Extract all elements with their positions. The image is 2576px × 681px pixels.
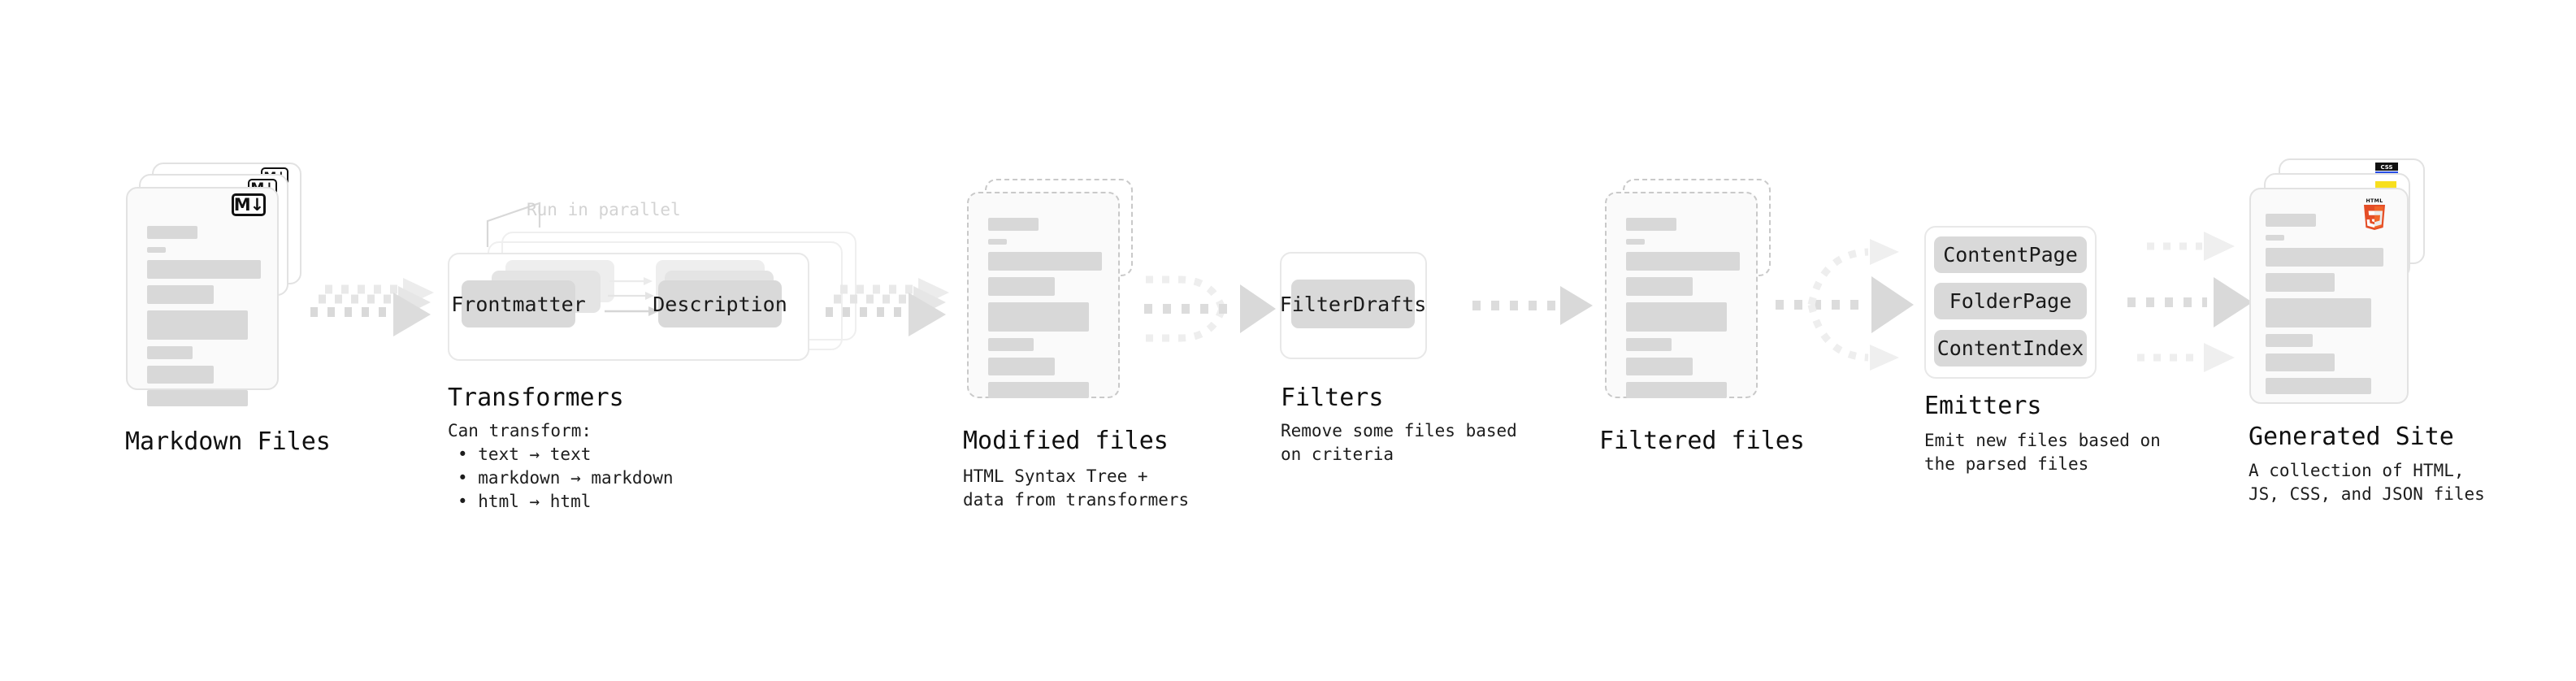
markdown-files-title: Markdown Files — [125, 427, 331, 456]
modified-files-subtitle-line-0: HTML Syntax Tree + — [963, 466, 1148, 486]
skeleton-line — [147, 260, 261, 279]
skeleton-line — [988, 277, 1055, 296]
connector-emitters-to-site — [2113, 232, 2259, 374]
skeleton-line — [1626, 302, 1727, 332]
svg-text:CSS: CSS — [2380, 164, 2392, 171]
connector-filters-to-filtered — [1469, 283, 1599, 332]
skeleton-line — [2266, 248, 2383, 267]
filter-chip-filterdrafts[interactable]: FilterDrafts — [1280, 280, 1426, 328]
skeleton-line — [1626, 382, 1727, 398]
generated-site-subtitle-line-0: A collection of HTML, — [2249, 461, 2465, 480]
emitters-subtitle-line-0: Emit new files based on — [1924, 431, 2161, 450]
filtered-card-front — [1605, 192, 1758, 398]
skeleton-line — [988, 338, 1034, 351]
transformer-chip-description[interactable]: Description — [653, 280, 787, 327]
skeleton-line — [1626, 338, 1672, 351]
markdown-badge-front: M↓ — [232, 193, 266, 216]
filters-subtitle-line-0: Remove some files based — [1281, 421, 1517, 440]
skeleton-line — [147, 310, 248, 340]
filtered-files-title: Filtered files — [1599, 427, 1805, 455]
skeleton-subtitle — [1626, 239, 1645, 245]
transformers-title: Transformers — [448, 384, 624, 412]
connector-markdown-to-transformers — [307, 276, 445, 349]
emitters-subtitle-line-1: the parsed files — [1924, 454, 2089, 474]
connector-transformers-to-modified — [822, 276, 961, 349]
skeleton-line — [147, 366, 214, 384]
markdown-card-front — [126, 187, 279, 406]
skeleton-title — [2266, 214, 2316, 227]
run-in-parallel-label: Run in parallel — [527, 200, 681, 219]
svg-text:HTML: HTML — [2366, 198, 2383, 204]
skeleton-line — [1626, 277, 1693, 296]
modified-files-card-stack — [967, 179, 1146, 423]
connector-modified-to-filters — [1138, 268, 1284, 358]
skeleton-line — [147, 390, 248, 406]
modified-files-title: Modified files — [963, 427, 1169, 455]
run-in-parallel-bracket — [486, 200, 575, 249]
skeleton-line — [988, 358, 1055, 375]
transformers-subtitle-line-0: Can transform: — [448, 421, 592, 440]
skeleton-line — [988, 382, 1089, 398]
generated-site-subtitle: A collection of HTML, JS, CSS, and JSON f… — [2249, 459, 2485, 506]
skeleton-line — [2266, 273, 2335, 292]
generated-site-subtitle-line-1: JS, CSS, and JSON files — [2249, 484, 2485, 504]
generated-site-card-stack: CSS HTML — [2249, 158, 2436, 410]
skeleton-line — [2266, 298, 2371, 327]
skeleton-title — [1626, 218, 1676, 231]
skeleton-line — [147, 346, 193, 359]
skeleton-line — [2266, 354, 2335, 371]
skeleton-subtitle — [147, 247, 166, 253]
transformers-subtitle: Can transform: • text → text • markdown → … — [448, 419, 674, 514]
generated-site-title: Generated Site — [2249, 423, 2454, 451]
filters-subtitle-line-1: on criteria — [1281, 445, 1394, 464]
skeleton-line — [2266, 334, 2313, 347]
transformers-inner-arrows — [605, 276, 697, 328]
transformer-chip-frontmatter[interactable]: Frontmatter — [451, 280, 586, 327]
skeleton-line — [147, 285, 214, 304]
emitter-chip-contentpage[interactable]: ContentPage — [1934, 236, 2087, 273]
skeleton-line — [1626, 252, 1740, 271]
modified-card-front — [967, 192, 1120, 398]
emitters-subtitle: Emit new files based on the parsed files — [1924, 429, 2161, 476]
html5-icon: HTML — [2361, 196, 2388, 230]
modified-files-subtitle: HTML Syntax Tree + data from transformers — [963, 465, 1189, 512]
skeleton-line — [1626, 358, 1693, 375]
filters-subtitle: Remove some files based on criteria — [1281, 419, 1517, 466]
transformers-subtitle-line-3: • html → html — [458, 492, 592, 511]
skeleton-line — [988, 252, 1102, 271]
modified-files-subtitle-line-1: data from transformers — [963, 490, 1190, 510]
filters-title: Filters — [1281, 384, 1384, 412]
markdown-files-card-stack: M↓ M↓ M↓ — [126, 163, 305, 406]
emitter-chip-contentindex[interactable]: ContentIndex — [1934, 330, 2087, 367]
transformers-subtitle-line-2: • markdown → markdown — [458, 468, 674, 488]
emitters-title: Emitters — [1924, 392, 2042, 420]
emitter-chip-folderpage[interactable]: FolderPage — [1934, 283, 2087, 319]
connector-filtered-to-emitters — [1776, 236, 1930, 374]
transformers-subtitle-line-1: • text → text — [458, 445, 592, 464]
filtered-files-card-stack — [1605, 179, 1784, 423]
skeleton-line — [2266, 378, 2371, 394]
skeleton-subtitle — [988, 239, 1007, 245]
skeleton-title — [988, 218, 1039, 231]
skeleton-subtitle — [2266, 235, 2284, 241]
skeleton-title — [147, 226, 197, 239]
skeleton-line — [988, 302, 1089, 332]
